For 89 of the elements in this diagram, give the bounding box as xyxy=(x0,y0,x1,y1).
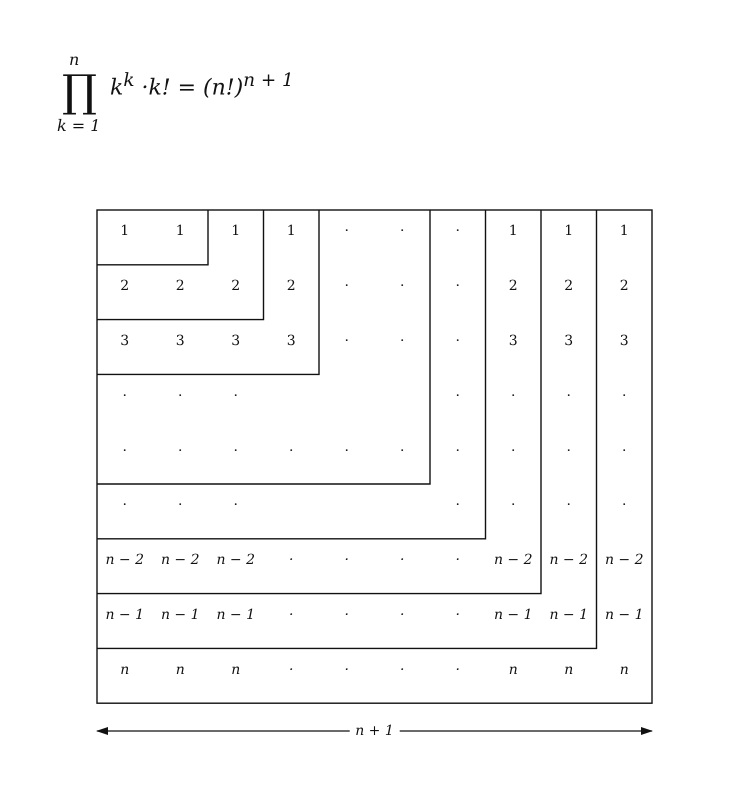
grid-entry: n xyxy=(176,662,185,677)
grid-entry: 3 xyxy=(286,334,296,348)
grid-entry: · xyxy=(400,444,404,458)
grid-entry: · xyxy=(456,662,460,677)
grid-entry: · xyxy=(344,444,349,458)
grid-entry: · xyxy=(234,498,238,512)
grid-entry: · xyxy=(234,444,238,458)
grid-entry: · xyxy=(622,388,626,403)
grid-entry: 2 xyxy=(564,279,574,294)
grid-entry: · xyxy=(456,334,460,348)
grid-entry: 2 xyxy=(120,279,130,294)
grid-entry: n − 1 xyxy=(494,608,533,622)
grid-entry: 3 xyxy=(620,334,629,348)
grid-entry: 1 xyxy=(286,224,296,238)
grid-entry: · xyxy=(344,334,349,348)
grid-entry: 2 xyxy=(231,279,240,294)
grid-entry: n − 1 xyxy=(604,608,644,622)
grid-entry: n − 2 xyxy=(160,553,200,568)
grid-entry: 3 xyxy=(508,334,518,348)
grid-entry: · xyxy=(122,444,127,458)
grid-entry: 3 xyxy=(176,334,185,348)
grid-entry: 1 xyxy=(620,224,629,238)
grid-entry: n − 1 xyxy=(549,608,588,622)
grid-entry: n − 2 xyxy=(604,553,644,568)
grid-entry: · xyxy=(566,444,571,458)
grid-entry: 1 xyxy=(231,224,240,238)
grid-entry: n − 2 xyxy=(494,553,533,568)
grid-entry: · xyxy=(511,498,516,512)
grid-entry: n xyxy=(508,662,518,677)
grid-entry: · xyxy=(456,279,460,294)
grid-entry: · xyxy=(289,662,294,677)
grid-entry: · xyxy=(511,388,516,403)
grid-entry: n − 2 xyxy=(105,553,144,568)
grid-entry: 1 xyxy=(508,224,518,238)
lower-limit: k = 1 xyxy=(57,118,100,134)
grid-entry: · xyxy=(289,444,294,458)
grid-entry: · xyxy=(456,444,460,458)
grid-entry: n xyxy=(564,662,574,677)
grid-entry: n − 1 xyxy=(160,608,200,622)
grid-entry: · xyxy=(622,444,626,458)
grid-entry: 2 xyxy=(620,279,629,294)
grid-entry: n − 1 xyxy=(216,608,256,622)
product-symbol: ∏ xyxy=(62,70,98,114)
grid-entry: · xyxy=(511,444,516,458)
grid-entry: · xyxy=(400,662,404,677)
grid-entry: · xyxy=(456,608,460,622)
grid-entry: · xyxy=(289,608,294,622)
grid-entry: · xyxy=(344,608,349,622)
grid-entry: n xyxy=(120,662,130,677)
grid-entry: n − 2 xyxy=(549,553,588,568)
grid-entry: 2 xyxy=(508,279,518,294)
grid-entry: 3 xyxy=(231,334,240,348)
grid-entry: · xyxy=(400,608,404,622)
grid-entry: n xyxy=(620,662,629,677)
grid-entry: 1 xyxy=(120,224,130,238)
grid-entry: 3 xyxy=(564,334,574,348)
grid-entry: · xyxy=(400,224,404,238)
grid-entry: n − 2 xyxy=(216,553,256,568)
grid-entry: · xyxy=(289,553,294,568)
grid-entry: · xyxy=(178,498,182,512)
grid-entry: · xyxy=(456,388,460,403)
grid-entry: 2 xyxy=(286,279,296,294)
grid-entry: · xyxy=(178,444,182,458)
dimension-label: n + 1 xyxy=(349,724,400,738)
grid-entry: · xyxy=(456,498,460,512)
grid-entry: · xyxy=(400,279,404,294)
grid-entry: · xyxy=(344,662,349,677)
grid-entry: n − 1 xyxy=(105,608,144,622)
grid-entry: 2 xyxy=(176,279,185,294)
grid-entry: n xyxy=(231,662,240,677)
grid-entry: 3 xyxy=(120,334,130,348)
grid-entry: · xyxy=(566,498,571,512)
grid-entry: · xyxy=(344,279,349,294)
grid-entry: 1 xyxy=(176,224,185,238)
grid-entry: · xyxy=(566,388,571,403)
grid-entry: · xyxy=(234,388,238,403)
grid-entry: 1 xyxy=(564,224,574,238)
grid-entry: · xyxy=(622,498,626,512)
grid-entry: · xyxy=(400,334,404,348)
grid-entry: · xyxy=(122,388,127,403)
grid-entry: · xyxy=(122,498,127,512)
upper-limit: n xyxy=(69,52,80,68)
grid-entry: · xyxy=(344,553,349,568)
grid-entry: · xyxy=(344,224,349,238)
formula-text: k$^{k}$ ·k! = (n!)$^{n + 1}$ xyxy=(110,72,294,100)
grid-entry: · xyxy=(400,553,404,568)
grid-entry: · xyxy=(456,224,460,238)
grid-entry: · xyxy=(456,553,460,568)
grid-entry: · xyxy=(178,388,182,403)
